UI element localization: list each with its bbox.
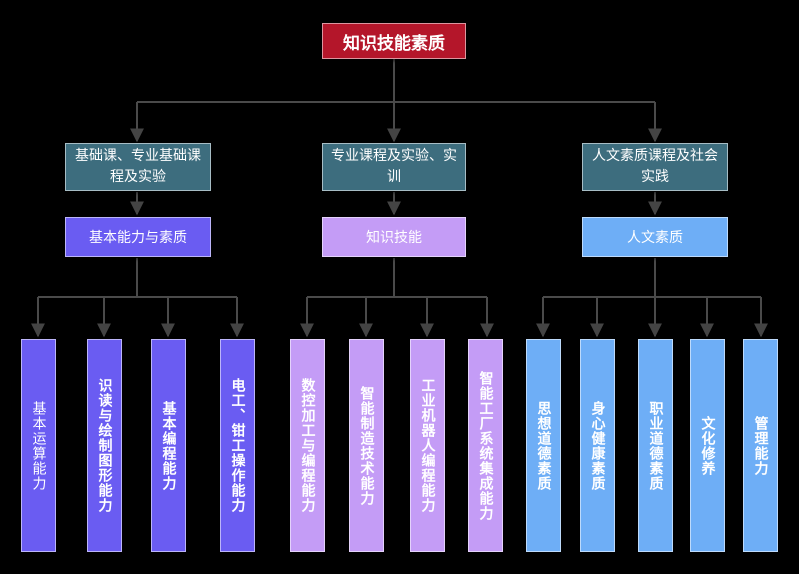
leaf-node: 工业机器人编程能力 <box>410 339 445 552</box>
course-node-basic: 基础课、专业基础课程及实验 <box>65 143 211 191</box>
leaf-label: 数控加工与编程能力 <box>299 378 316 513</box>
leaf-node: 职业道德素质 <box>638 339 673 552</box>
leaf-node: 思想道德素质 <box>526 339 561 552</box>
course-node-humanities: 人文素质课程及社会实践 <box>582 143 728 191</box>
leaf-node: 文化修养 <box>690 339 725 552</box>
category-node-basic-ability: 基本能力与素质 <box>65 217 211 257</box>
leaf-label: 智能制造技术能力 <box>358 385 375 506</box>
leaf-label: 思想道德素质 <box>535 400 552 491</box>
leaf-node: 身心健康素质 <box>580 339 615 552</box>
leaf-label: 管理能力 <box>752 415 769 476</box>
leaf-node: 智能制造技术能力 <box>349 339 384 552</box>
leaf-label: 识读与绘制图形能力 <box>96 378 113 513</box>
leaf-label: 身心健康素质 <box>589 400 606 491</box>
leaf-label: 职业道德素质 <box>647 400 664 491</box>
leaf-label: 工业机器人编程能力 <box>419 378 436 513</box>
category-node-knowledge-skill: 知识技能 <box>322 217 466 257</box>
leaf-node: 数控加工与编程能力 <box>290 339 325 552</box>
leaf-node: 基本编程能力 <box>151 339 186 552</box>
category-node-humanistic-quality: 人文素质 <box>582 217 728 257</box>
root-node: 知识技能素质 <box>322 23 466 59</box>
leaf-label: 基本编程能力 <box>160 400 177 491</box>
leaf-node: 电工、钳工操作能力 <box>220 339 255 552</box>
course-node-professional: 专业课程及实验、实训 <box>322 143 466 191</box>
leaf-node: 识读与绘制图形能力 <box>87 339 122 552</box>
leaf-node: 基本运算能力 <box>21 339 56 552</box>
leaf-node: 智能工厂系统集成能力 <box>468 339 503 552</box>
leaf-label: 基本运算能力 <box>30 400 47 491</box>
leaf-label: 文化修养 <box>699 415 716 476</box>
leaf-label: 电工、钳工操作能力 <box>229 378 246 513</box>
leaf-label: 智能工厂系统集成能力 <box>477 370 494 521</box>
leaf-node: 管理能力 <box>743 339 778 552</box>
